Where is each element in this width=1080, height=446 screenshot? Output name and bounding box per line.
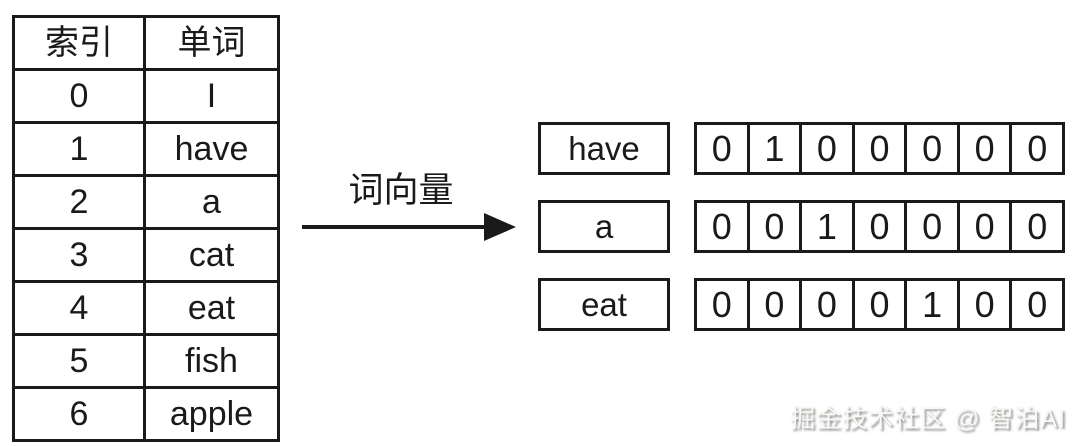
table-row: 6 apple	[12, 386, 280, 442]
word-cell: have	[143, 121, 280, 177]
word-column-header: 单词	[143, 15, 280, 71]
vector-cell: 0	[956, 278, 1013, 331]
vector-cell: 0	[956, 200, 1013, 253]
index-cell: 2	[12, 174, 146, 230]
vector-cell: 0	[694, 278, 750, 331]
word-cell: fish	[143, 333, 280, 389]
index-column-header: 索引	[12, 15, 146, 71]
vector-cell: 1	[904, 278, 960, 331]
vector-cell: 0	[746, 200, 803, 253]
vector-cell: 0	[1009, 278, 1066, 331]
index-cell: 5	[12, 333, 146, 389]
vector-cell: 0	[956, 122, 1013, 175]
table-row: 1 have	[12, 121, 280, 177]
word-box-eat: eat	[538, 278, 670, 331]
word-cell: a	[143, 174, 280, 230]
word-box-have: have	[538, 122, 670, 175]
vector-cell: 0	[904, 122, 960, 175]
table-row: 3 cat	[12, 227, 280, 283]
word-cell: I	[143, 68, 280, 124]
vector-cell: 0	[1009, 122, 1066, 175]
vector-cell: 0	[851, 278, 908, 331]
onehot-vector-have: 0 1 0 0 0 0 0	[694, 122, 1066, 175]
vector-cell: 0	[694, 122, 750, 175]
vector-cell: 0	[904, 200, 960, 253]
right-arrow-icon	[302, 213, 516, 241]
table-row: 4 eat	[12, 280, 280, 336]
index-cell: 6	[12, 386, 146, 442]
word-cell: apple	[143, 386, 280, 442]
vector-cell: 0	[851, 122, 908, 175]
word-cell: cat	[143, 227, 280, 283]
index-cell: 1	[12, 121, 146, 177]
vector-cell: 0	[1009, 200, 1066, 253]
table-row: 0 I	[12, 68, 280, 124]
word-vector-label: 词向量	[348, 171, 454, 210]
index-cell: 4	[12, 280, 146, 336]
index-cell: 3	[12, 227, 146, 283]
onehot-vector-eat: 0 0 0 0 1 0 0	[694, 278, 1066, 331]
table-row: 2 a	[12, 174, 280, 230]
word-box-a: a	[538, 200, 670, 253]
vector-cell: 1	[799, 200, 855, 253]
vector-cell: 0	[851, 200, 908, 253]
vector-cell: 0	[746, 278, 803, 331]
vocab-table: 索引 单词 0 I 1 have 2 a 3 cat 4 eat	[12, 15, 280, 442]
vocab-table-header-row: 索引 单词	[12, 15, 280, 71]
vector-cell: 0	[799, 278, 855, 331]
word-cell: eat	[143, 280, 280, 336]
vector-cell: 0	[799, 122, 855, 175]
onehot-vector-a: 0 0 1 0 0 0 0	[694, 200, 1066, 253]
vector-cell: 0	[694, 200, 750, 253]
index-cell: 0	[12, 68, 146, 124]
table-row: 5 fish	[12, 333, 280, 389]
vector-cell: 1	[746, 122, 803, 175]
watermark: 掘金技术社区 @ 智泊AI	[790, 405, 1066, 433]
